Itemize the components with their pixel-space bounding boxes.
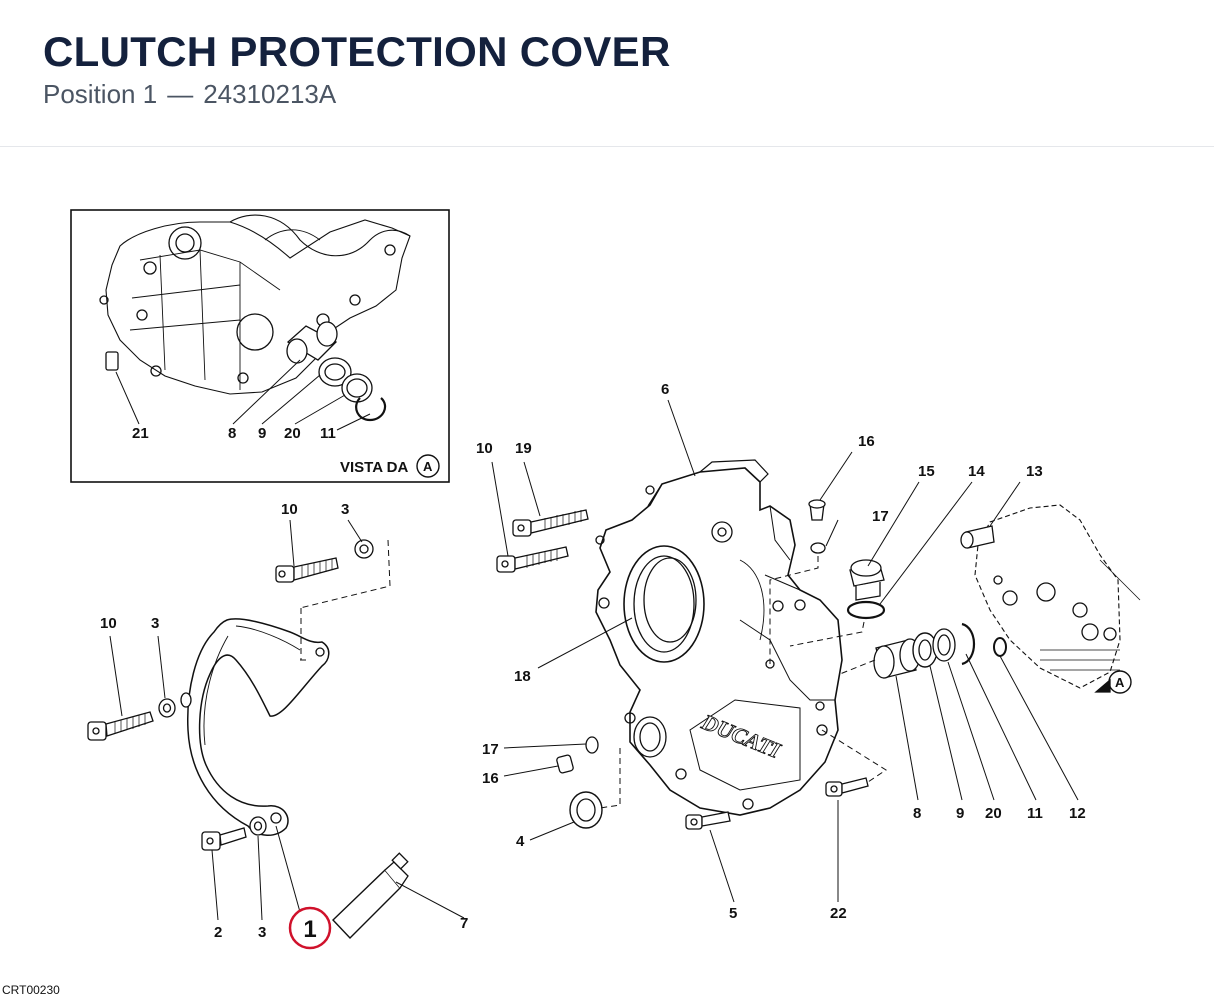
o-ring-14 (846, 600, 886, 620)
page-header: CLUTCH PROTECTION COVER Position 1 — 24310… (0, 0, 1214, 147)
screw-10-left (87, 711, 154, 741)
callout-4: 4 (516, 833, 525, 850)
part-number: 24310213A (203, 79, 337, 109)
callout-7: 7 (460, 915, 468, 932)
callout-10-upper: 10 (281, 501, 298, 518)
view-a-arrow (1094, 678, 1111, 693)
seal-4 (569, 791, 603, 829)
callout-8: 8 (913, 805, 921, 822)
callout-18: 18 (514, 668, 531, 685)
callout-14: 14 (968, 463, 985, 480)
inset-view-letter-circle (416, 454, 440, 478)
position-label: Position 1 (43, 79, 158, 109)
washer-3-upper (354, 539, 374, 559)
callout-6: 6 (661, 381, 669, 398)
inset-frame (70, 209, 450, 483)
main-view-letter-circle (1108, 670, 1132, 694)
callout-17-top: 17 (872, 508, 889, 525)
inset-seal-9 (318, 357, 352, 387)
main-view-letter: A (1115, 675, 1125, 690)
circlip-11 (961, 622, 975, 666)
plug-16-top (808, 499, 826, 521)
callout-17-left: 17 (482, 741, 499, 758)
screw-5 (685, 811, 731, 830)
callout-20-inset: 20 (284, 425, 301, 442)
callout-10-right: 10 (476, 440, 493, 457)
filler-cap-15 (849, 559, 885, 601)
callout-1-highlighted: 1 (303, 916, 316, 943)
diagram-canvas: DUCATI (70, 209, 1141, 950)
oil-seal-18 (623, 545, 705, 663)
callout-3-lower: 3 (258, 924, 266, 941)
dowel-13 (960, 525, 995, 549)
callout-labels: 21 8 9 20 11 VISTA DA A A 6 10 19 16 17 … (100, 381, 1125, 950)
callout-16-top: 16 (858, 433, 875, 450)
right-crankcase-partial (974, 504, 1141, 689)
inset-view (70, 209, 450, 483)
inset-dowel-21 (105, 351, 119, 371)
callout-12: 12 (1069, 805, 1086, 822)
page-title: CLUTCH PROTECTION COVER (43, 28, 671, 75)
inset-circlip-11 (355, 397, 387, 422)
plug-16-left (556, 754, 574, 774)
callout-8-inset: 8 (228, 425, 236, 442)
callout-10-left: 10 (100, 615, 117, 632)
callout-9-inset: 9 (258, 425, 266, 442)
screw-10-right (496, 546, 569, 573)
ring-20 (932, 628, 956, 662)
callout-22: 22 (830, 905, 847, 922)
callout-3-upper: 3 (341, 501, 349, 518)
screw-22 (825, 777, 869, 797)
callout-19: 19 (515, 440, 532, 457)
screw-19 (512, 509, 589, 537)
callout-9: 9 (956, 805, 964, 822)
exploded-parts-diagram: DUCATI (0, 146, 1214, 1003)
washer-3-left (158, 692, 192, 718)
page-subtitle: Position 1 — 24310213A (43, 78, 336, 110)
highlight-circle (288, 906, 332, 950)
callout-20: 20 (985, 805, 1002, 822)
washer-17-left (585, 736, 599, 754)
screw-2 (201, 827, 247, 851)
screw-10-upper (275, 557, 339, 583)
callout-21: 21 (132, 425, 149, 442)
leader-lines (109, 399, 1079, 921)
o-ring-12 (993, 637, 1007, 657)
inset-view-label: VISTA DA (340, 459, 409, 476)
subtitle-separator: — (167, 79, 194, 109)
reference-code: CRT00230 (2, 983, 60, 997)
callout-11-inset: 11 (320, 425, 336, 442)
callout-15: 15 (918, 463, 935, 480)
clutch-protection-cover (186, 608, 330, 836)
callout-3-left: 3 (151, 615, 159, 632)
washer-3-lower (249, 816, 267, 836)
callout-16-left: 16 (482, 770, 499, 787)
callout-2: 2 (214, 924, 222, 941)
sealant-tube-7 (332, 852, 409, 940)
washer-17-top (810, 542, 826, 554)
callout-5: 5 (729, 905, 737, 922)
callout-13: 13 (1026, 463, 1043, 480)
callout-11: 11 (1027, 805, 1043, 822)
inset-view-letter: A (423, 459, 433, 474)
